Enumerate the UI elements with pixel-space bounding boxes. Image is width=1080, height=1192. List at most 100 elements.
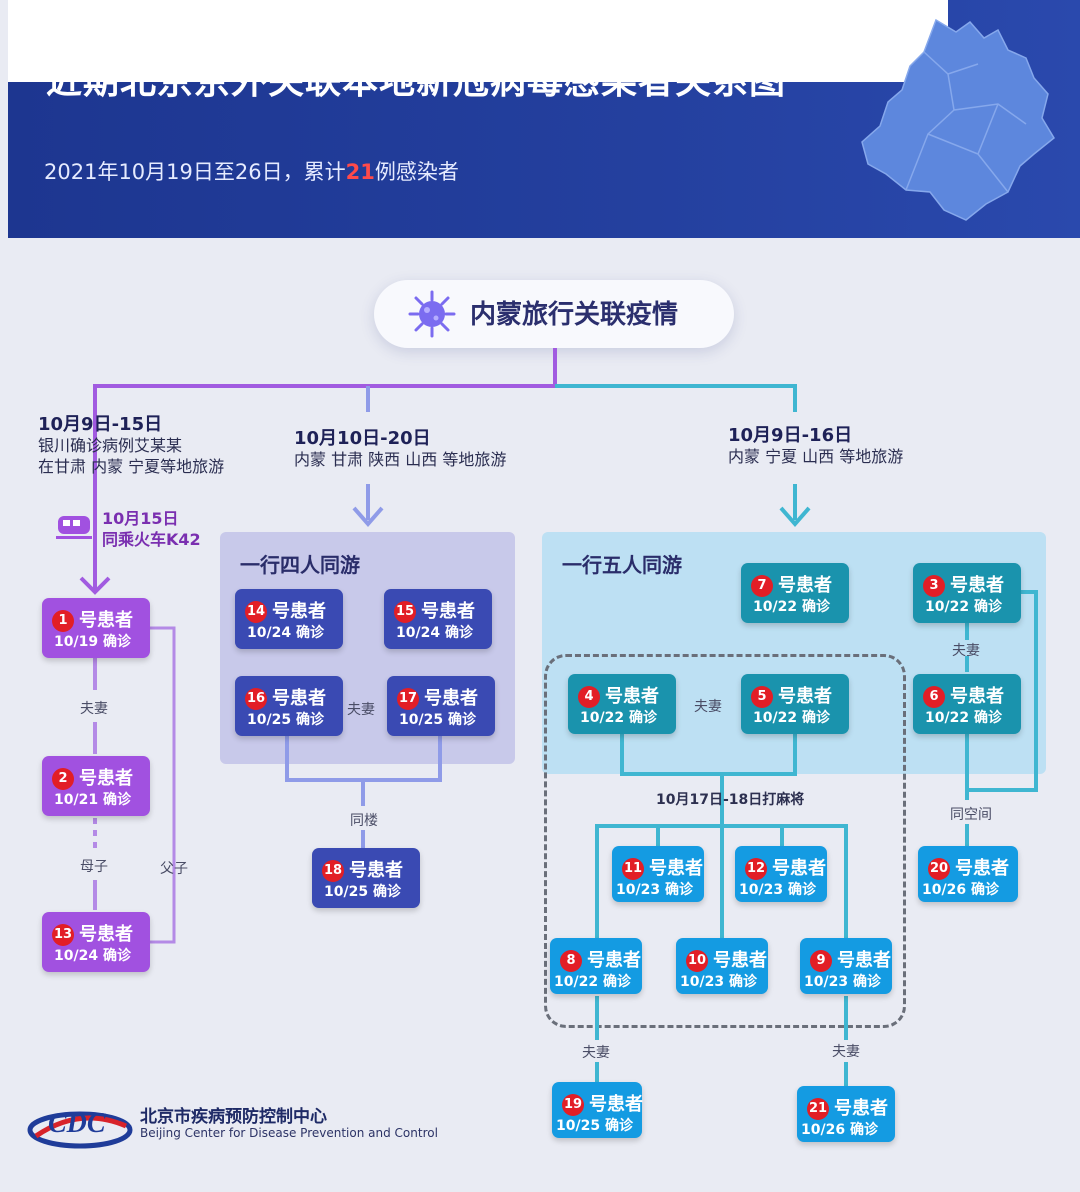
diag-label: 确诊	[787, 882, 816, 898]
train-icon	[56, 516, 92, 539]
beijing-map-icon	[861, 18, 1055, 221]
patient-number-badge: 19	[562, 1094, 584, 1116]
patient-label: 号患者	[79, 768, 133, 789]
svg-text:CDC: CDC	[48, 1108, 106, 1139]
diag-label: 确诊	[444, 625, 473, 641]
diag-label: 确诊	[102, 948, 131, 964]
diag-label: 确诊	[664, 882, 693, 898]
diag-label: 确诊	[604, 1118, 633, 1134]
patient-number-badge: 8	[560, 950, 582, 972]
patient-number-badge: 3	[923, 575, 945, 597]
patient-date: 10/25	[399, 712, 444, 728]
cdc-logo-icon: CDC	[27, 1108, 133, 1149]
patient-number-badge: 14	[245, 601, 267, 623]
logo-name-cn: 北京市疾病预防控制中心	[140, 1107, 327, 1127]
patient-date: 10/22	[580, 710, 625, 726]
patient-label: 号患者	[713, 950, 767, 971]
patient-date: 10/22	[925, 710, 970, 726]
patient-label: 号患者	[955, 858, 1009, 879]
patient-label: 号患者	[421, 601, 475, 622]
train-label: 10月15日 同乘火车K42	[102, 508, 201, 550]
diag-label: 确诊	[973, 599, 1002, 615]
patient-label: 号患者	[649, 858, 703, 879]
patient-date: 10/23	[680, 974, 725, 990]
diag-label: 确诊	[295, 712, 324, 728]
patient-label: 号患者	[778, 575, 832, 596]
diag-label: 确诊	[447, 712, 476, 728]
diag-label: 确诊	[852, 974, 881, 990]
page-title: 近期北京京外关联本地新冠病毒感染者关系图	[46, 61, 787, 102]
diag-label: 确诊	[602, 974, 631, 990]
patient-number-badge: 17	[397, 688, 419, 710]
left-branch-label: 10月9日-15日 银川确诊病例艾某某 在甘肃 内蒙 宁夏等地旅游	[38, 414, 224, 477]
patient-date: 10/24	[247, 625, 292, 641]
relation-same-building: 同楼	[350, 813, 378, 829]
patient-number-badge: 1	[52, 610, 74, 632]
logo-name-en: Beijing Center for Disease Prevention an…	[140, 1126, 438, 1140]
patient-date: 10/26	[801, 1122, 846, 1138]
patient-date: 10/25	[247, 712, 292, 728]
patient-label: 号患者	[272, 601, 326, 622]
relation-couple-3-6: 夫妻	[952, 643, 980, 659]
patient-date: 10/24	[54, 948, 99, 964]
patient-number-badge: 4	[578, 686, 600, 708]
patient-label: 号患者	[589, 1094, 643, 1115]
right-branch-label: 10月9日-16日 内蒙 宁夏 山西 等地旅游	[728, 425, 903, 467]
left-branch-date: 10月9日-15日	[38, 414, 163, 435]
relation-couple-16-17: 夫妻	[347, 702, 375, 718]
patient-label: 号患者	[834, 1098, 888, 1119]
patient-date: 10/24	[396, 625, 441, 641]
patient-label: 号患者	[79, 924, 133, 945]
right-branch-date: 10月9日-16日	[728, 425, 853, 446]
left-branch-line1: 银川确诊病例艾某某	[38, 436, 183, 455]
patient-date: 10/22	[925, 599, 970, 615]
diag-label: 确诊	[295, 625, 324, 641]
diag-label: 确诊	[102, 634, 131, 650]
diag-label: 确诊	[628, 710, 657, 726]
right-branch-line1: 内蒙 宁夏 山西 等地旅游	[728, 447, 904, 466]
relation-couple-9-21: 夫妻	[832, 1044, 860, 1060]
diag-label: 确诊	[973, 710, 1002, 726]
patient-label: 号患者	[79, 610, 133, 631]
patient-label: 号患者	[837, 950, 891, 971]
patient-number-badge: 20	[928, 858, 950, 880]
train-date: 10月15日	[102, 509, 179, 528]
patient-date: 10/22	[753, 599, 798, 615]
patient-number-badge: 7	[751, 575, 773, 597]
patient-label: 号患者	[587, 950, 641, 971]
patient-date: 10/22	[753, 710, 798, 726]
relation-couple-8-19: 夫妻	[582, 1045, 610, 1061]
relation-couple-1-2: 夫妻	[80, 701, 108, 717]
patient-label: 号患者	[950, 686, 1004, 707]
patient-date: 10/26	[922, 882, 967, 898]
patient-label: 号患者	[950, 575, 1004, 596]
relation-same-space: 同空间	[950, 807, 992, 823]
center-topic-label: 内蒙旅行关联疫情	[470, 300, 679, 330]
patient-number-badge: 10	[686, 950, 708, 972]
group-four-title: 一行四人同游	[240, 553, 360, 577]
patient-label: 号患者	[424, 688, 478, 709]
patient-number-badge: 13	[52, 924, 74, 946]
diag-label: 确诊	[102, 792, 131, 808]
train-text: 同乘火车K42	[102, 530, 201, 549]
subtitle-suffix: 例感染者	[374, 160, 459, 184]
patient-date: 10/23	[804, 974, 849, 990]
patient-number-badge: 15	[394, 601, 416, 623]
patient-label: 号患者	[272, 688, 326, 709]
patient-label: 号患者	[605, 686, 659, 707]
patient-date: 10/23	[739, 882, 784, 898]
subtitle-count: 21	[345, 160, 375, 184]
